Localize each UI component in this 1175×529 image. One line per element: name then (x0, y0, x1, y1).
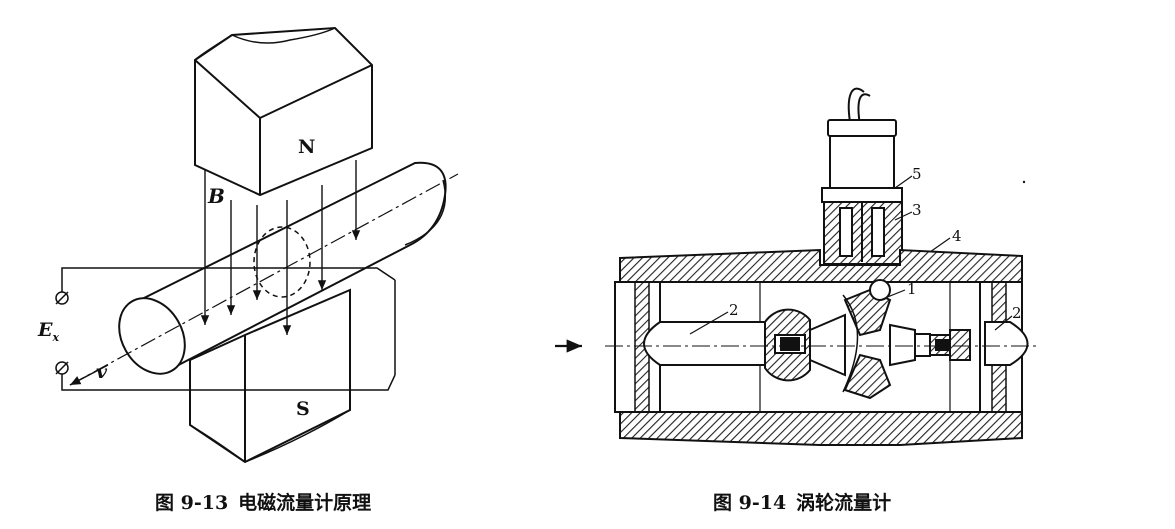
rear-bearing (914, 329, 971, 361)
coil (823, 201, 903, 265)
electrode-circuit (55, 267, 396, 391)
figure-9-14-title: 涡轮流量计 (796, 492, 892, 514)
signal-cable (847, 87, 865, 123)
figure-9-14-caption: 图 9-14 涡轮流量计 (713, 488, 891, 515)
south-magnet (189, 288, 351, 464)
velocity-label: v (96, 361, 108, 383)
front-bearing (764, 308, 811, 382)
turbine-flowmeter-diagram (555, 87, 1040, 446)
part-leaders (689, 175, 1013, 335)
part-label-1: 1 (907, 280, 917, 298)
part-label-3: 3 (912, 201, 922, 219)
north-magnet (194, 26, 373, 197)
magnetoelectric-sensor (821, 119, 903, 203)
figure-9-13-title: 电磁流量计原理 (238, 492, 372, 514)
part-label-4: 4 (952, 227, 962, 245)
part-label-2-left: 2 (729, 301, 739, 319)
emf-subscript: x (51, 331, 59, 344)
impeller (809, 279, 916, 400)
north-pole-label: N (298, 136, 315, 158)
emf-label: Ex (37, 319, 59, 344)
part-label-2-right: 2 (1012, 304, 1022, 322)
emf-symbol: E (37, 319, 53, 341)
flow-straightener-left (643, 321, 766, 366)
magnetic-field-label: B (207, 184, 225, 208)
south-pole-label: S (296, 398, 310, 420)
housing-body (614, 248, 1023, 446)
figure-9-13-caption: 图 9-13 电磁流量计原理 (155, 488, 371, 515)
electromagnetic-flowmeter-diagram (55, 26, 459, 464)
part-label-5: 5 (912, 165, 922, 183)
figure-9-14-number: 图 9-14 (713, 492, 787, 514)
figure-9-13-number: 图 9-13 (155, 492, 229, 514)
